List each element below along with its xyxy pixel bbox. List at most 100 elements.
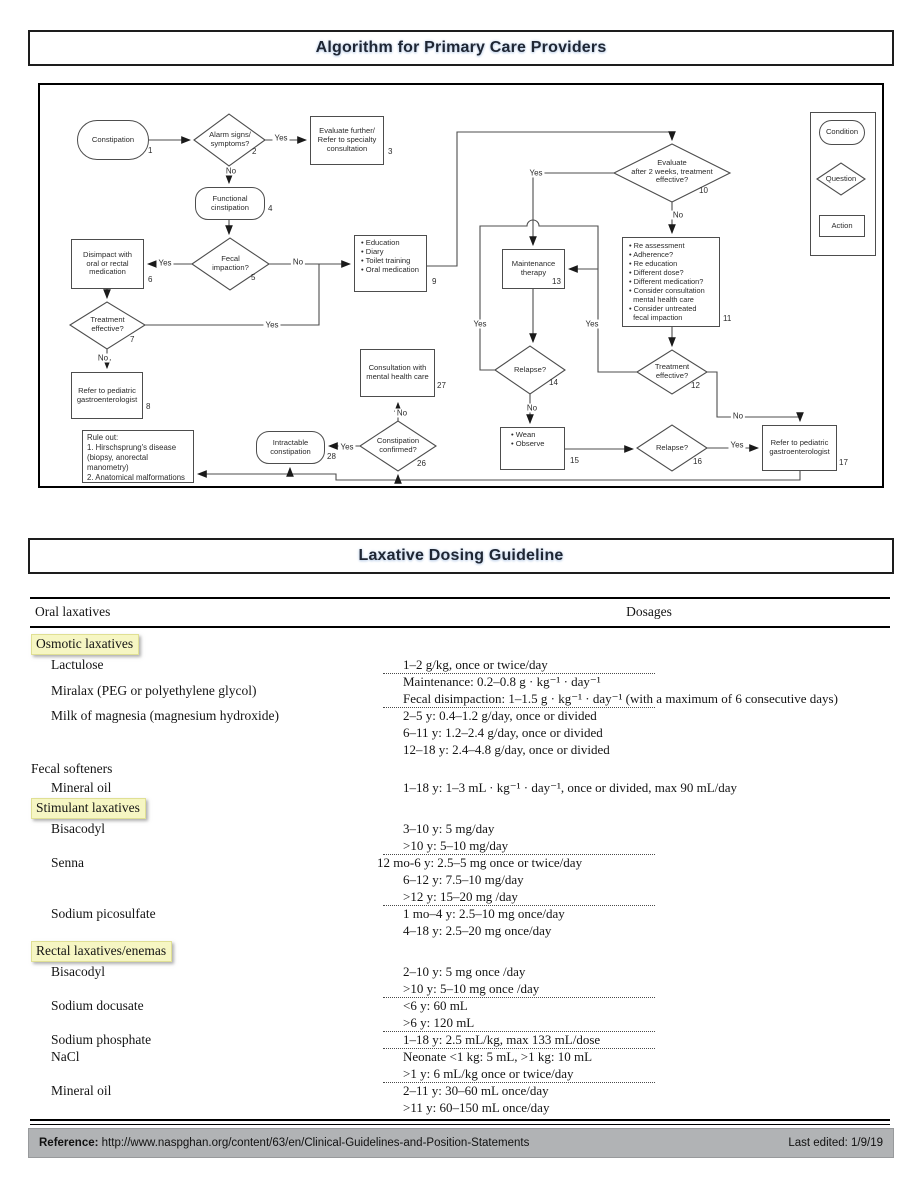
node-wean-observe: • Wean • Observe (500, 427, 565, 470)
step-number-1: 1 (148, 146, 153, 155)
reference-footer: Reference: http://www.naspghan.org/conte… (28, 1128, 894, 1158)
flowchart-connectors (68, 113, 866, 484)
step-number-12: 12 (691, 381, 700, 390)
legend-question-diamond (816, 162, 866, 196)
diamond-relapse-14 (494, 345, 566, 395)
table-body: Osmotic laxatives Lactulose 1–2 g/kg, on… (30, 628, 890, 1125)
diamond-constipation-confirmed (358, 420, 438, 472)
section-header-stimulant: Stimulant laxatives (31, 798, 890, 819)
table-header-row: Oral laxatives Dosages (30, 597, 890, 628)
node-disimpact: Disimpact with oral or rectal medication (71, 239, 144, 289)
dosing-title-box: Laxative Dosing Guideline (28, 538, 894, 574)
table-row: NaCl Neonate <1 kg: 5 mL, >1 kg: 10 mL >… (30, 1048, 890, 1083)
label-relapse-14: Relapse? (513, 365, 547, 374)
step-number-7: 7 (130, 335, 135, 344)
table-row: Milk of magnesia (magnesium hydroxide) 2… (51, 708, 610, 757)
node-rule-out: Rule out: 1. Hirschsprung's disease (bio… (82, 430, 194, 483)
table-row: Bisacodyl 3–10 y: 5 mg/day >10 y: 5–10 m… (30, 820, 890, 855)
step-number-9: 9 (432, 277, 437, 286)
step-number-13: 13 (552, 277, 561, 286)
table-row: Miralax (PEG or polyethylene glycol) Mai… (30, 673, 890, 708)
reference-url: http://www.naspghan.org/content/63/en/Cl… (101, 1137, 530, 1149)
table-bottom-rule (30, 1119, 890, 1125)
edge-label-yes-10-13: Yes (527, 168, 545, 178)
node-evaluate-further: Evaluate further/ Refer to specialty con… (310, 116, 384, 165)
section-header-rectal: Rectal laxatives/enemas (31, 941, 890, 962)
algorithm-title-box: Algorithm for Primary Care Providers (28, 30, 894, 66)
table-row: Lactulose 1–2 g/kg, once or twice/day (30, 656, 890, 674)
step-number-17: 17 (839, 458, 848, 467)
table-row: Sodium picosulfate 1 mo–4 y: 2.5–10 mg o… (51, 906, 565, 938)
node-constipation: Constipation (77, 120, 149, 160)
edge-label-yes-5-6: Yes (156, 258, 174, 268)
reference-label: Reference: (39, 1137, 99, 1149)
step-number-4: 4 (268, 204, 273, 213)
step-number-27: 27 (437, 381, 446, 390)
table-row: Bisacodyl 2–10 y: 5 mg once /day >10 y: … (30, 963, 890, 998)
edge-label-yes-14-13: Yes (471, 319, 489, 329)
legend-box (810, 112, 876, 256)
label-treatment-effective-7: Treatment effective? (90, 315, 125, 333)
node-reassessment-list: • Re assessment • Adherence? • Re educat… (622, 237, 720, 327)
step-number-16: 16 (693, 457, 702, 466)
table-row: Mineral oil 2–11 y: 30–60 mL once/day >1… (51, 1083, 550, 1115)
section-header-fecal-softeners: Fecal softeners (31, 761, 113, 776)
step-number-10: 10 (699, 186, 708, 195)
diamond-alarm-signs (193, 113, 266, 167)
label-alarm-signs: Alarm signs/ symptoms? (209, 130, 251, 148)
step-number-5: 5 (251, 273, 256, 282)
section-header-osmotic: Osmotic laxatives (31, 634, 890, 655)
step-number-26: 26 (417, 459, 426, 468)
step-number-15: 15 (570, 456, 579, 465)
node-maintenance-therapy: Maintenance therapy (502, 249, 565, 289)
table-row: Sodium docusate <6 y: 60 mL >6 y: 120 mL (30, 997, 890, 1032)
flowchart-panel: Constipation Evaluate further/ Refer to … (38, 83, 884, 488)
step-number-11: 11 (723, 314, 732, 323)
table-row: Senna 12 mo-6 y: 2.5–5 mg once or twice/… (30, 854, 890, 906)
last-edited: Last edited: 1/9/19 (788, 1137, 883, 1149)
step-number-3: 3 (388, 147, 393, 156)
legend-question: Question (825, 174, 857, 183)
edge-label-no-12-17: No (730, 411, 746, 421)
decision-diamonds (68, 113, 866, 472)
edge-label-yes-16-17: Yes (728, 440, 746, 450)
edge-label-yes-2-3: Yes (272, 133, 290, 143)
legend-action: Action (819, 215, 865, 237)
algorithm-title: Algorithm for Primary Care Providers (315, 39, 607, 56)
step-number-28: 28 (327, 452, 336, 461)
diamond-treatment-effective-7 (68, 301, 147, 350)
edge-label-yes-26-28: Yes (338, 442, 356, 452)
col-header-oral-laxatives: Oral laxatives (35, 604, 111, 619)
edge-label-no-5-9: No (290, 257, 306, 267)
step-number-8: 8 (146, 402, 151, 411)
step-number-2: 2 (252, 147, 257, 156)
edge-label-no-10-11: No (670, 210, 686, 220)
node-refer-gastroenterologist-17: Refer to pediatric gastroenterologist (762, 425, 837, 471)
edge-label-yes-12-13: Yes (583, 319, 601, 329)
step-number-6: 6 (148, 275, 153, 284)
edge-label-no-7-8: No (95, 353, 111, 363)
diamond-relapse-16 (635, 424, 709, 472)
label-evaluate-2-weeks: Evaluate after 2 weeks, treatment effect… (631, 158, 713, 185)
dosing-title: Laxative Dosing Guideline (358, 547, 564, 564)
edge-label-no-14-15: No (524, 403, 540, 413)
reference-text: Reference: http://www.naspghan.org/conte… (39, 1137, 529, 1149)
label-fecal-impaction: Fecal impaction? (212, 254, 249, 272)
label-treatment-effective-12: Treatment effective? (654, 362, 690, 380)
edge-label-yes-7-9: Yes (263, 320, 281, 330)
label-constipation-confirmed: Constipation confirmed? (376, 436, 420, 454)
edge-label-no-26-27: No (394, 408, 410, 418)
node-intractable-constipation: Intractable constipation (256, 431, 325, 464)
table-row: Sodium phosphate 1–18 y: 2.5 mL/kg, max … (30, 1031, 890, 1049)
table-row: Mineral oil 1–18 y: 1–3 mL · kg⁻¹ · day⁻… (51, 780, 738, 795)
node-mental-health-consultation: Consultation with mental health care (360, 349, 435, 397)
legend-condition: Condition (819, 120, 865, 145)
diamond-fecal-impaction (191, 237, 270, 291)
col-header-dosages: Dosages (626, 604, 672, 619)
dosing-table: Oral laxatives Dosages Osmotic laxatives… (30, 597, 890, 1125)
diamond-treatment-effective-12 (635, 349, 709, 395)
edge-label-no-2-4: No (223, 166, 239, 176)
step-number-14: 14 (549, 378, 558, 387)
node-functional-constipation: Functional cinstipation (195, 187, 265, 220)
